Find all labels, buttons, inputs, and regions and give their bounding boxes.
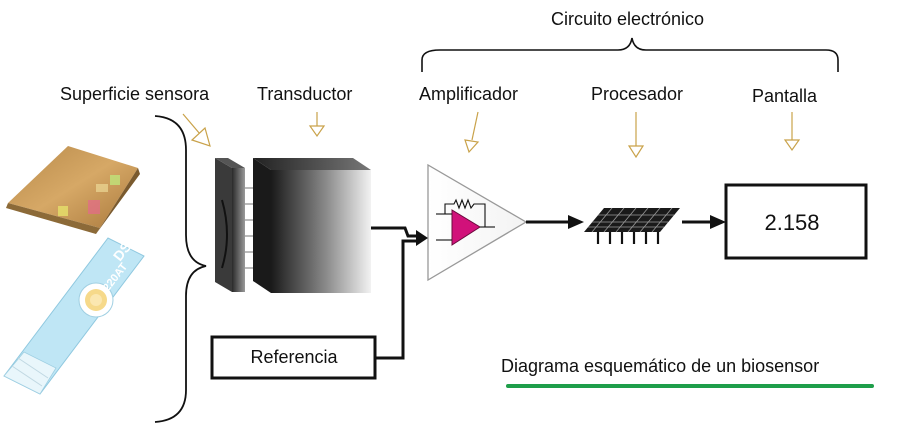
amplifier-block: [427, 163, 528, 282]
transducer-arrow-icon: [308, 112, 326, 138]
arrow-head-2: [568, 215, 584, 229]
processor-label: Procesador: [591, 84, 684, 104]
amplifier-label: Amplificador: [419, 84, 519, 104]
caption-label: Diagrama esquemático de un biosensor: [501, 356, 820, 376]
transducer-label: Transductor: [257, 84, 353, 104]
processor-arrow-icon: [627, 112, 645, 159]
sensing-surface-brace: [154, 115, 207, 423]
circuit-label: Circuito electrónico: [551, 9, 705, 29]
arrow-head-1: [416, 230, 428, 246]
display-label: Pantalla: [752, 86, 818, 106]
sensing-surface-label: Superficie sensora: [60, 84, 210, 104]
test-strip-image: [3, 237, 145, 395]
pointer-arrows: [182, 111, 801, 159]
display-arrow-icon: [783, 112, 801, 152]
processor-block: [584, 207, 680, 244]
display-box: [724, 183, 868, 260]
transducer-to-amplifier-arrow: [371, 226, 417, 238]
transducer-block: [215, 158, 371, 293]
amplifier-arrow-icon: [464, 111, 480, 154]
signal-arrows: [371, 220, 712, 360]
reference-to-amplifier-arrow: [375, 239, 417, 360]
circuit-bracket: [421, 37, 839, 72]
reference-text: Referencia: [250, 347, 338, 367]
sensing-surface-arrow-icon: [182, 113, 211, 147]
sensor-chip-image: [6, 146, 140, 234]
arrow-heads: [416, 215, 726, 246]
display-value: 2.158: [764, 210, 819, 235]
arrow-head-3: [710, 215, 726, 229]
